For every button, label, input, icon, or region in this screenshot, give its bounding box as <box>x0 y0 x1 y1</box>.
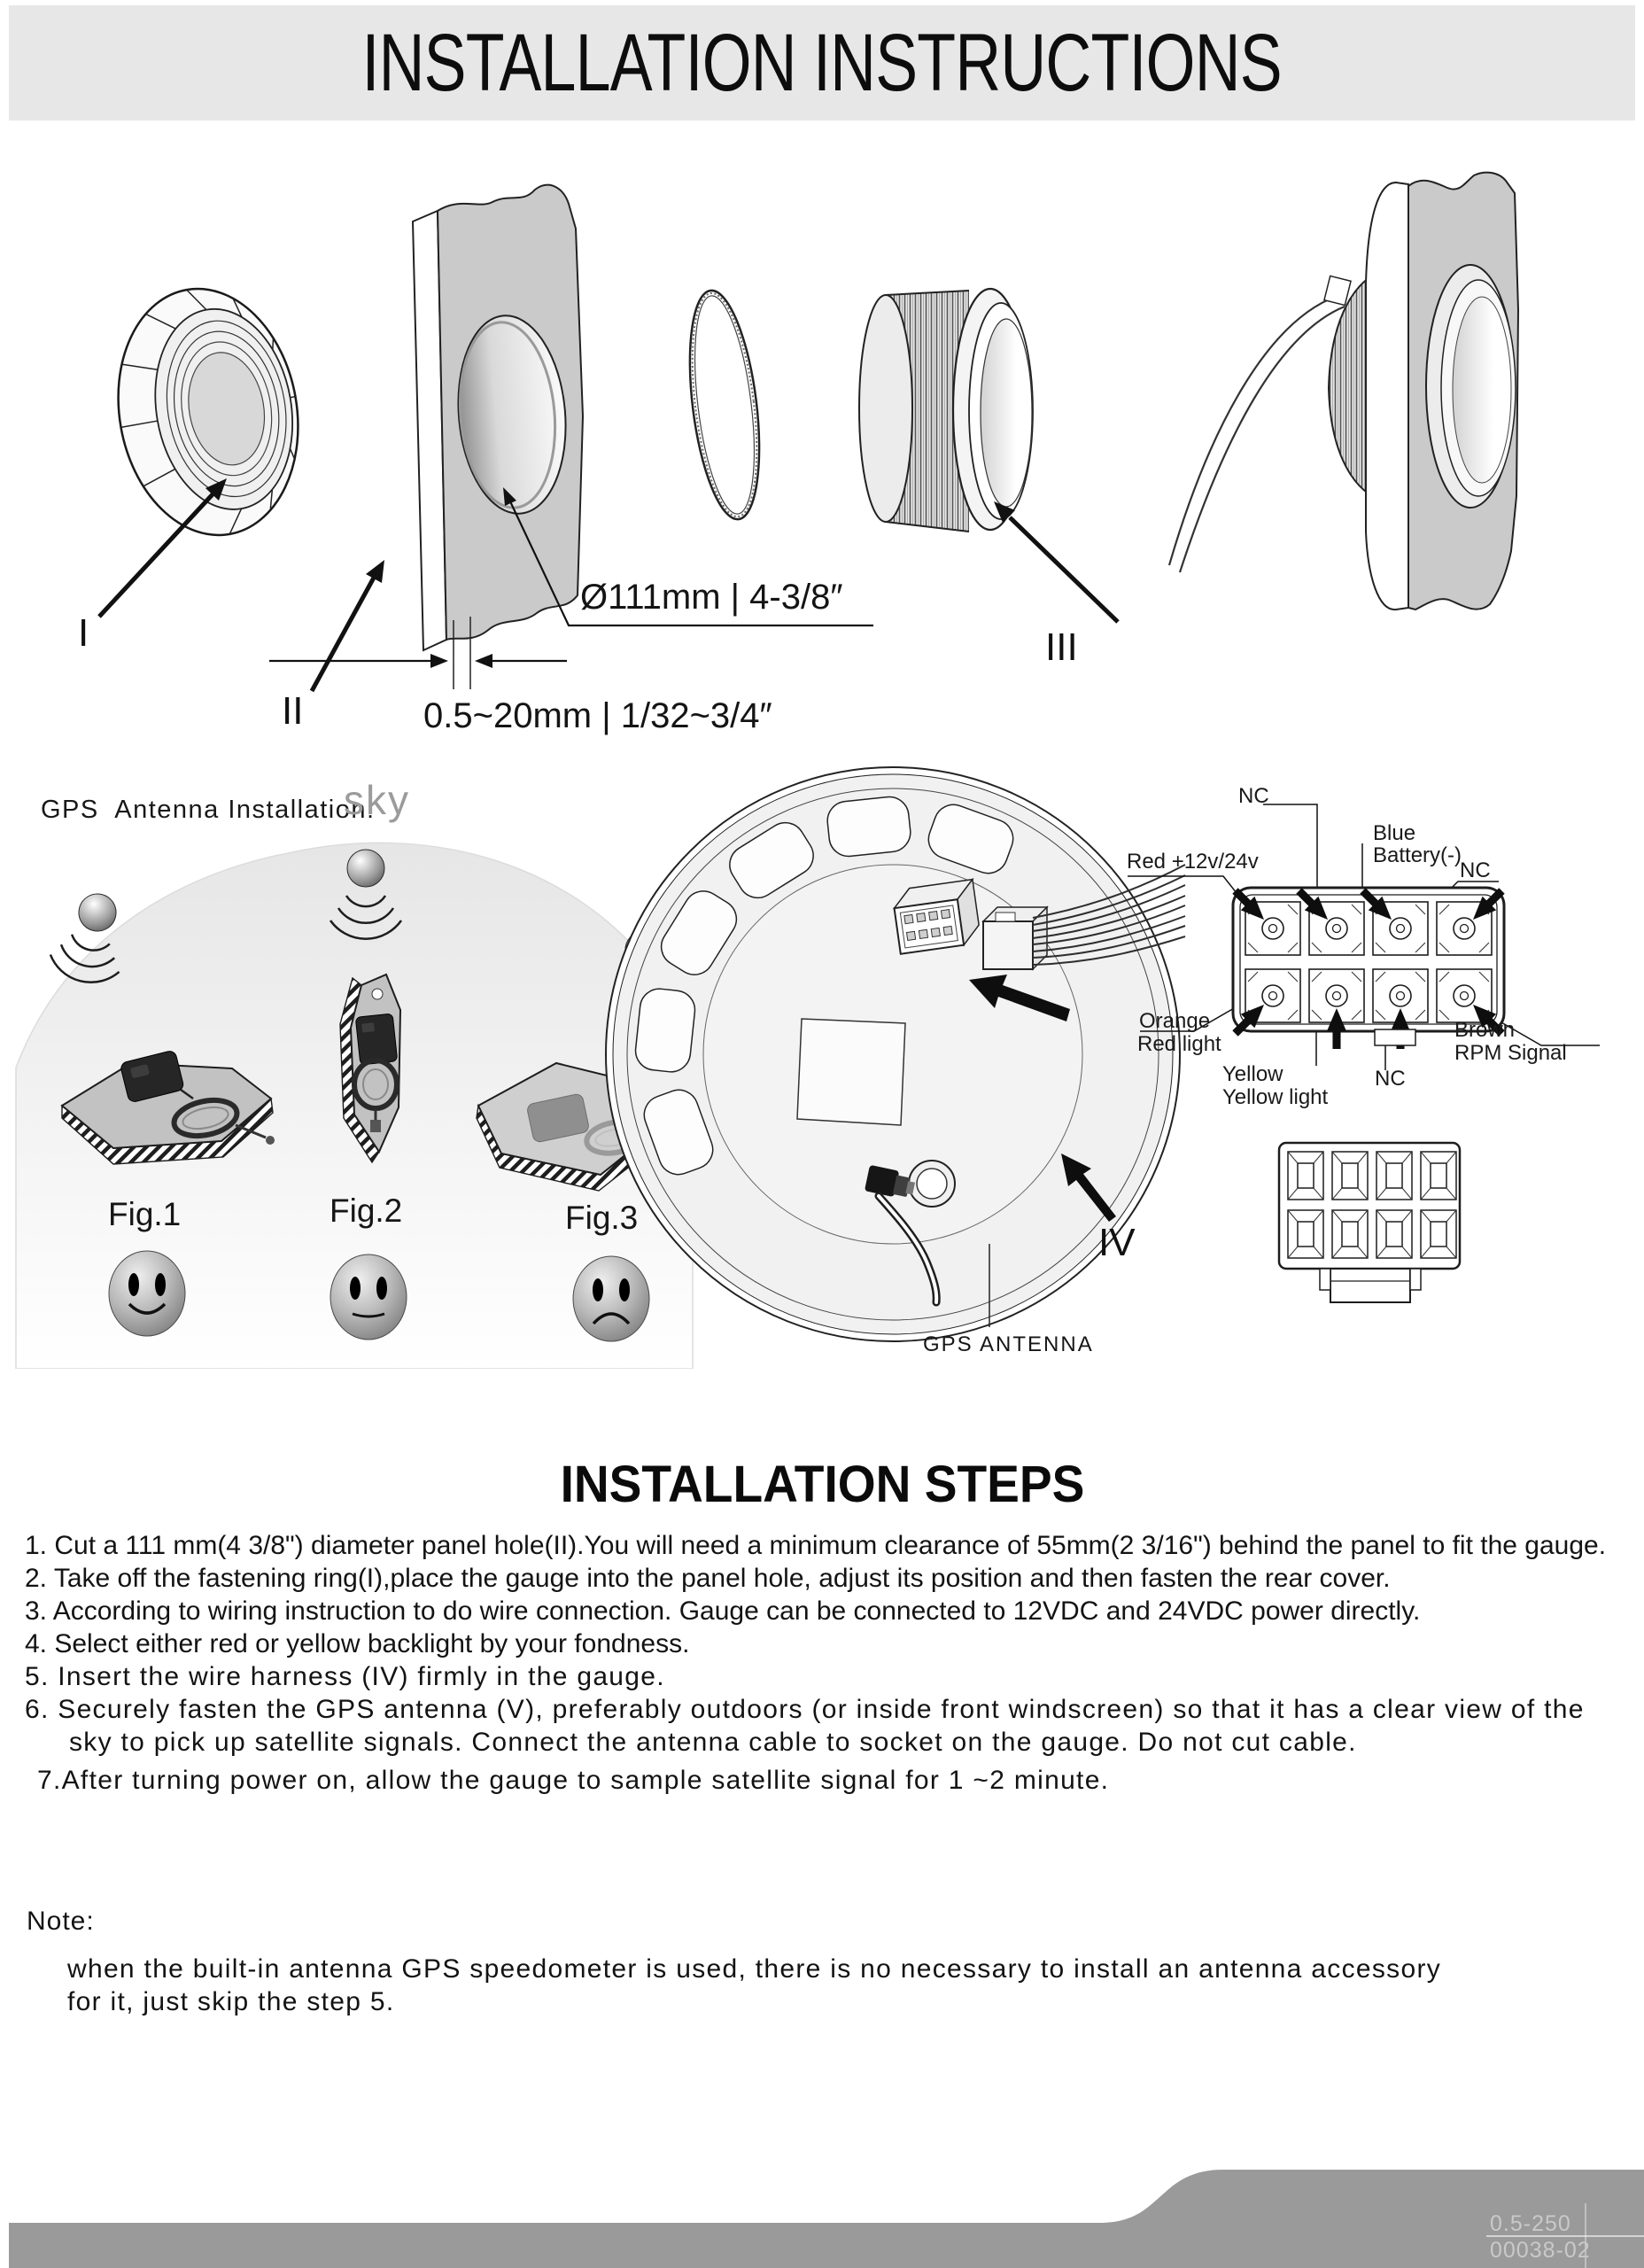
rim-scallops <box>634 796 1014 1176</box>
pin-label-yellow: Yellow <box>1222 1062 1283 1086</box>
footer-shape <box>9 2170 1644 2268</box>
header-bar: INSTALLATION INSTRUCTIONS <box>9 5 1635 120</box>
step-number: 3. <box>25 1596 53 1626</box>
step-text: Cut a 111 mm(4 3/8") diameter panel hole… <box>54 1531 1607 1560</box>
step-item: 6. Securely fasten the GPS antenna (V), … <box>25 1693 1619 1759</box>
pin-label-orange: Orange <box>1139 1009 1211 1033</box>
wire-harness-drawing <box>981 864 1186 971</box>
satellite-icon <box>49 893 120 984</box>
gps-antenna-plug-drawing <box>865 1160 956 1307</box>
note-line-1: when the built-in antenna GPS speedomete… <box>67 1954 1442 1984</box>
gauge-rear-diagram <box>605 766 1186 1342</box>
pin-label-battery: Battery(-) <box>1373 843 1462 867</box>
step-text: According to wiring instruction to do wi… <box>52 1596 1421 1626</box>
step-text: Securely fasten the GPS antenna (V), pre… <box>58 1695 1585 1757</box>
step-text: Insert the wire harness (IV) firmly in t… <box>58 1662 665 1691</box>
part-label-ii: II <box>282 689 304 733</box>
connector-pinout-drawing <box>1231 886 1506 1053</box>
antenna-plate-fig1 <box>60 1051 275 1165</box>
pin-label-nc-right: NC <box>1460 858 1491 882</box>
footer-code-2: 00038-02 <box>1490 2238 1591 2263</box>
step-item: 2. Take off the fastening ring(I),place … <box>25 1562 1619 1595</box>
step-item: 7.After turning power on, allow the gaug… <box>37 1764 1619 1797</box>
part-label-i: I <box>78 611 89 655</box>
step-number: 2. <box>25 1564 54 1593</box>
fig3-label: Fig.3 <box>565 1200 639 1236</box>
note-line-2: for it, just skip the step 5. <box>67 1987 395 2016</box>
page-title: INSTALLATION INSTRUCTIONS <box>361 17 1283 108</box>
rear-label-area <box>796 1018 906 1126</box>
part-label-iii: III <box>1045 625 1078 669</box>
pin-label-red: Red +12v/24v <box>1127 850 1259 874</box>
harness-label-iv: IV <box>1098 1221 1136 1264</box>
steps-title: INSTALLATION STEPS <box>560 1456 1084 1513</box>
antenna-section-heading: GPS Antenna Installation: <box>41 796 376 824</box>
thickness-dimension: 0.5~20mm | 1/32~3/4″ <box>423 696 772 735</box>
hole-dimension: Ø111mm | 4-3/8″ <box>580 578 843 617</box>
gps-antenna-label: GPS ANTENNA <box>923 1332 1094 1356</box>
step-item: 4. Select either red or yellow backlight… <box>25 1627 1619 1660</box>
sky-label: sky <box>344 777 410 823</box>
pin-label-brown: Brown <box>1454 1018 1516 1042</box>
gauge-body-drawing <box>858 287 1034 532</box>
insert-arrow <box>969 975 1070 1021</box>
pin-label-nc-bottom: NC <box>1375 1067 1406 1091</box>
pin-label-rpm: RPM Signal <box>1454 1041 1567 1065</box>
parts-exploded-diagram <box>97 171 1520 693</box>
step-item: 3. According to wiring instruction to do… <box>25 1595 1619 1627</box>
step-text: Take off the fastening ring(I),place the… <box>53 1564 1391 1593</box>
footer-code-1: 0.5-250 <box>1490 2211 1571 2236</box>
pin-label-nc-top: NC <box>1238 784 1269 808</box>
step-number: 5. <box>25 1662 58 1691</box>
antenna-plate-fig2 <box>339 973 402 1164</box>
step-number: 1. <box>25 1531 55 1560</box>
step-text: Select either red or yellow backlight by… <box>54 1629 690 1658</box>
gauge-rear-drawing <box>605 766 1186 1342</box>
step-number: 6. <box>25 1695 58 1724</box>
steps-list: 1. Cut a 111 mm(4 3/8") diameter panel h… <box>25 1529 1619 1797</box>
sad-face-icon <box>572 1255 650 1342</box>
pin-label-blue: Blue <box>1373 821 1416 845</box>
seal-ring-drawing <box>688 289 761 521</box>
step-number: 4. <box>25 1629 55 1658</box>
assembled-gauge-drawing <box>1167 171 1520 611</box>
neutral-face-icon <box>330 1254 407 1340</box>
happy-face-icon <box>108 1250 186 1337</box>
harness-socket-drawing <box>892 877 980 955</box>
step-number: 7. <box>37 1766 62 1795</box>
fig2-label: Fig.2 <box>330 1192 403 1229</box>
step-item: 5. Insert the wire harness (IV) firmly i… <box>25 1660 1619 1693</box>
panel-drawing <box>411 183 585 689</box>
wiring-pinout-diagram <box>1128 804 1600 1303</box>
steps-title-wrap: INSTALLATION STEPS <box>0 1455 1644 1514</box>
socket-connector-drawing <box>1277 1141 1462 1303</box>
note-heading: Note: <box>27 1907 95 1936</box>
footer-bar <box>9 2170 1644 2268</box>
pin-label-yellow-light: Yellow light <box>1222 1085 1329 1109</box>
harness-pointer-arrow <box>1061 1153 1116 1222</box>
step-item: 1. Cut a 111 mm(4 3/8") diameter panel h… <box>25 1529 1619 1562</box>
pin-label-red-light: Red light <box>1137 1032 1221 1056</box>
pointer-arrows <box>97 478 1120 693</box>
satellite-icon <box>329 849 403 940</box>
fig1-label: Fig.1 <box>108 1196 182 1232</box>
fastening-ring-drawing <box>117 287 299 537</box>
step-text: After turning power on, allow the gauge … <box>61 1766 1110 1795</box>
sky-dome-diagram <box>15 842 694 1369</box>
